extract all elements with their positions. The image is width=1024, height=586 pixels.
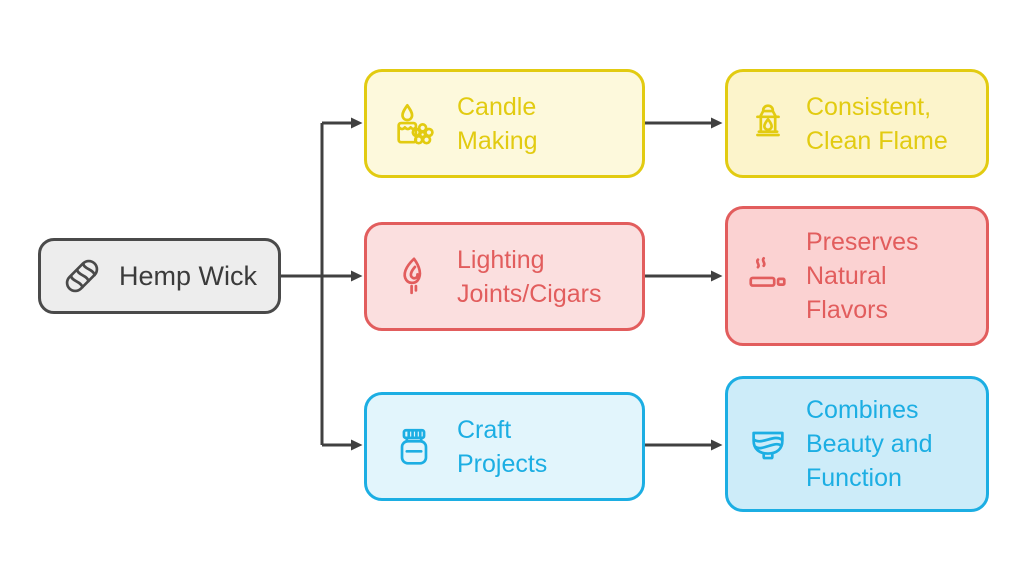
- node-label: Candle Making: [457, 92, 538, 155]
- rope-icon: [59, 253, 105, 299]
- node-combines-beauty-function: Combines Beauty and Function: [725, 376, 989, 512]
- bowl-icon: [745, 421, 791, 467]
- candle-icon: [391, 101, 437, 147]
- node-lighting-joints-cigars: Lighting Joints/Cigars: [364, 222, 645, 331]
- node-candle-making: Candle Making: [364, 69, 645, 178]
- node-label: Hemp Wick: [119, 261, 258, 291]
- node-label: Consistent, Clean Flame: [806, 92, 948, 155]
- jar-icon: [391, 424, 437, 470]
- lantern-icon: [745, 101, 791, 147]
- node-label: Combines Beauty and Function: [806, 396, 933, 492]
- match-flame-icon: [391, 254, 437, 300]
- node-hemp-wick: Hemp Wick: [38, 238, 281, 314]
- cigarette-icon: [745, 253, 791, 299]
- node-preserves-natural-flavors: Preserves Natural Flavors: [725, 206, 989, 346]
- node-label: Lighting Joints/Cigars: [457, 245, 602, 308]
- node-label: Craft Projects: [457, 415, 548, 478]
- node-label: Preserves Natural Flavors: [806, 228, 919, 324]
- node-consistent-clean-flame: Consistent, Clean Flame: [725, 69, 989, 178]
- node-craft-projects: Craft Projects: [364, 392, 645, 501]
